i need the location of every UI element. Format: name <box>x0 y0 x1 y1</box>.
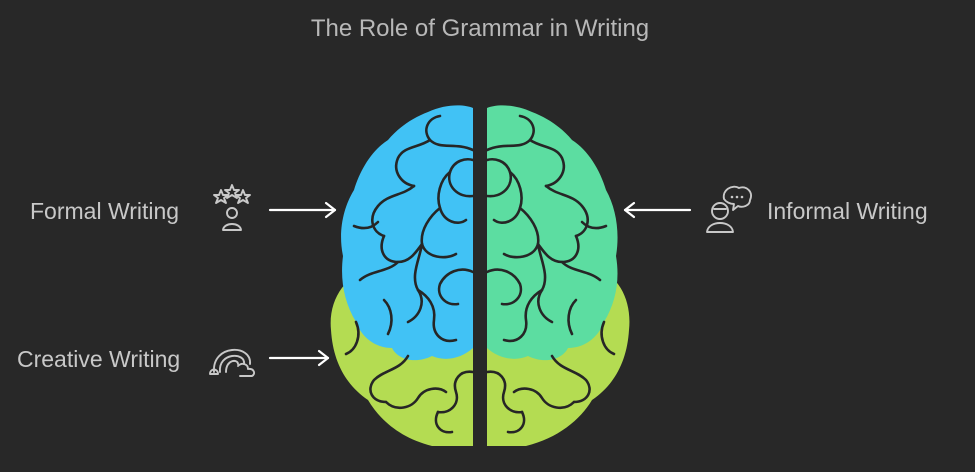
rainbow-icon <box>209 349 256 377</box>
arrow-formal <box>268 201 337 219</box>
stars-person-icon <box>213 184 251 231</box>
label-formal-writing: Formal Writing <box>30 198 180 224</box>
arrow-informal <box>623 201 692 219</box>
brain-left-hemisphere <box>330 105 475 446</box>
brain-right-hemisphere <box>485 105 630 446</box>
diagram-title: The Role of Grammar in Writing <box>310 15 650 42</box>
arrow-creative <box>268 349 330 367</box>
label-creative-writing: Creative Writing <box>17 346 181 372</box>
label-informal-writing: Informal Writing <box>767 198 928 224</box>
person-chat-icon <box>706 185 752 233</box>
